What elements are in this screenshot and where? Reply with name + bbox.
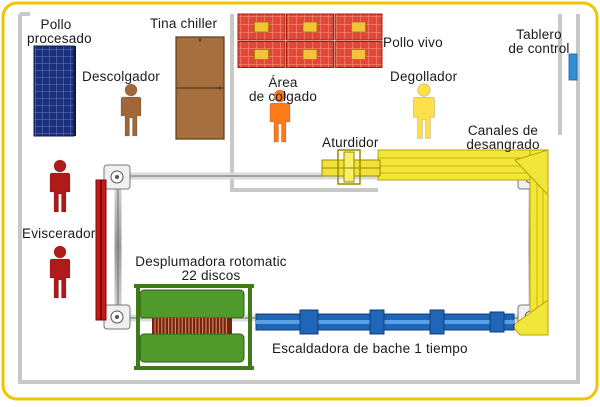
plucker-discs <box>154 318 227 334</box>
pulley-bottom-left <box>103 304 131 330</box>
eviscerador-person-top <box>49 159 71 213</box>
label-tablero: Tablero de control <box>508 27 570 56</box>
label-desplumadora: Desplumadora rotomatic 22 discos <box>135 254 287 283</box>
label-descolgador: Descolgador <box>82 69 160 84</box>
label-area-colgado: Área de colgado <box>248 75 318 104</box>
degollador-person <box>413 83 435 139</box>
label-pollo-vivo: Pollo vivo <box>383 35 443 50</box>
crate <box>286 41 334 68</box>
scalder-machine <box>255 309 515 335</box>
walls <box>18 12 580 384</box>
pulley-top-left <box>103 164 131 190</box>
workers <box>49 83 435 299</box>
evisceration-line <box>95 179 107 321</box>
crate <box>237 13 286 41</box>
crate <box>286 13 334 41</box>
label-degollador: Degollador <box>390 69 458 84</box>
processed-chicken-rack <box>33 45 76 137</box>
control-panel <box>568 53 578 81</box>
bleeding-channels <box>377 149 549 336</box>
chiller-tank <box>175 36 225 140</box>
crate <box>334 41 383 68</box>
label-escaldadora: Escaldadora de bache 1 tiempo <box>272 341 468 356</box>
label-eviscerador: Eviscerador <box>22 226 96 241</box>
crate <box>334 13 383 41</box>
descolgador-person <box>120 83 142 137</box>
crate <box>237 41 286 68</box>
label-tina-chiller: Tina chiller <box>150 16 218 31</box>
label-pollo-procesado: Pollo procesado <box>27 17 92 46</box>
label-canales: Canales de desangrado <box>466 123 540 152</box>
plucker-machine <box>134 284 254 370</box>
live-chicken-crates <box>237 13 383 68</box>
label-aturdidor: Aturdidor <box>322 135 379 150</box>
stunner <box>321 149 381 185</box>
colgado-person <box>269 89 291 143</box>
eviscerador-person-bottom <box>49 245 71 299</box>
